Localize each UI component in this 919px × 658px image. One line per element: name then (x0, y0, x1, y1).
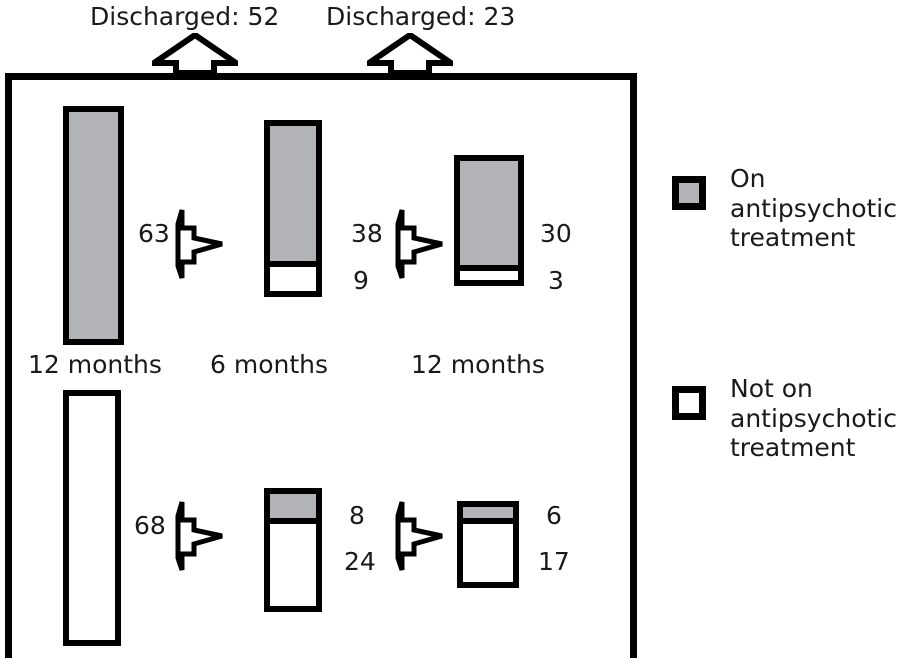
bar-bottom-6months (264, 488, 322, 612)
bar-bottom-12months-baseline (63, 390, 121, 646)
bar-segment-on (270, 494, 316, 518)
bar-segment-off (270, 261, 316, 291)
annotation-bottom-6: 6 (546, 501, 562, 530)
annotation-top-63: 63 (138, 219, 170, 248)
discharge-label-1: Discharged: 52 (90, 2, 280, 31)
legend-swatch-on-treatment (672, 176, 706, 210)
bar-segment-on (460, 161, 518, 265)
timepoint-label-1: 12 months (28, 350, 162, 379)
annotation-top-9: 9 (353, 266, 369, 295)
flow-arrow-top-1 (174, 206, 224, 286)
annotation-bottom-24: 24 (344, 547, 376, 576)
bar-top-12months-baseline (63, 106, 124, 345)
flow-arrow-bottom-1 (174, 498, 224, 578)
annotation-bottom-68: 68 (134, 511, 166, 540)
discharge-label-2: Discharged: 23 (326, 2, 516, 31)
annotation-top-30: 30 (540, 219, 572, 248)
timepoint-label-2: 6 months (210, 350, 329, 379)
flow-arrow-bottom-2 (394, 498, 444, 578)
bar-top-6months (264, 120, 322, 297)
legend-swatch-not-on-treatment (672, 386, 706, 420)
annotation-bottom-17: 17 (538, 547, 570, 576)
bar-segment-on (463, 507, 513, 518)
bar-segment-off (69, 396, 115, 640)
bar-segment-on (69, 112, 118, 339)
bar-segment-off (270, 517, 316, 606)
bar-segment-on (270, 126, 316, 262)
flow-arrow-top-2 (394, 206, 444, 286)
bar-segment-off (463, 517, 513, 582)
legend-label-not-on-treatment: Not on antipsychotic treatment (730, 374, 897, 462)
legend-label-on-treatment: On antipsychotic treatment (730, 164, 897, 252)
bar-bottom-12months-followup (457, 501, 519, 588)
bar-segment-off (460, 264, 518, 280)
annotation-top-3: 3 (548, 266, 564, 295)
annotation-top-38: 38 (351, 219, 383, 248)
bar-top-12months-followup (454, 155, 524, 286)
timepoint-label-3: 12 months (411, 350, 545, 379)
annotation-bottom-8: 8 (349, 501, 365, 530)
